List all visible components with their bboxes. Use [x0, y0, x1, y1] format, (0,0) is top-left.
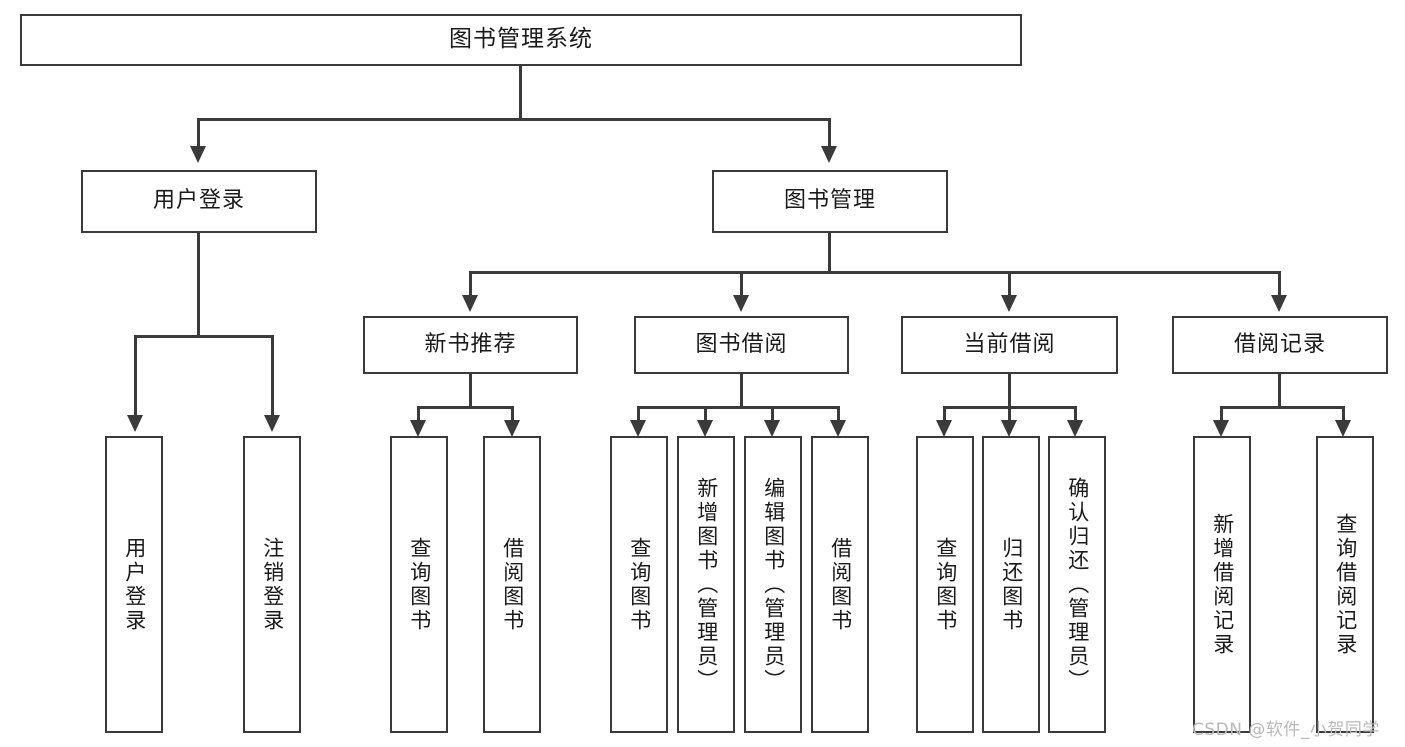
arrow-root-to-user-login	[190, 146, 206, 163]
node-book-management[interactable]: 图书管理	[712, 170, 948, 233]
arrow-book-borrow-to-leaf-4	[830, 420, 846, 437]
arrow-current-borrow-to-leaf-2	[1001, 420, 1017, 437]
node-book-borrow-label: 图书借阅	[695, 331, 788, 357]
edge-current-borrow-to-leaf-3	[1074, 406, 1077, 422]
edge-user-login-bus	[134, 335, 274, 338]
leaf-return-book-label: 归还图书	[999, 536, 1024, 633]
edge-book-borrow-to-leaf-4	[837, 406, 840, 422]
edge-book-borrow-to-leaf-1	[637, 406, 640, 422]
node-root-system[interactable]: 图书管理系统	[20, 14, 1022, 66]
leaf-borrow-book-newbook[interactable]: 借阅图书	[483, 436, 541, 733]
arrow-book-borrow-to-leaf-1	[630, 420, 646, 437]
edge-borrow-record-to-leaf-2	[1342, 406, 1345, 422]
arrow-current-borrow-to-leaf-3	[1067, 420, 1083, 437]
arrow-borrow-record-to-leaf-2	[1335, 420, 1351, 437]
arrow-current-borrow-to-leaf-1	[936, 420, 952, 437]
arrow-book-mgmt-to-current-borrow	[1001, 295, 1017, 312]
leaf-query-book-current[interactable]: 查询图书	[916, 436, 974, 733]
leaf-add-borrow-record[interactable]: 新增借阅记录	[1193, 436, 1251, 733]
leaf-return-book[interactable]: 归还图书	[982, 436, 1040, 733]
arrow-book-borrow-to-leaf-2	[697, 420, 713, 437]
arrow-borrow-record-to-leaf-1	[1213, 420, 1229, 437]
arrow-book-mgmt-to-new-book	[462, 295, 478, 312]
edge-borrow-record-stem	[1278, 374, 1281, 408]
arrow-new-book-to-leaf-1	[410, 420, 426, 437]
arrow-user-login-to-leaf-2	[264, 415, 280, 432]
edge-book-mgmt-bus	[469, 271, 1281, 274]
leaf-borrow-book-newbook-label: 借阅图书	[500, 536, 525, 633]
leaf-query-book-borrow[interactable]: 查询图书	[610, 436, 668, 733]
leaf-borrow-book-label: 借阅图书	[828, 536, 853, 633]
edge-book-borrow-bus	[637, 406, 839, 409]
arrow-book-borrow-to-leaf-3	[764, 420, 780, 437]
edge-borrow-record-to-leaf-1	[1220, 406, 1223, 422]
leaf-borrow-book[interactable]: 借阅图书	[811, 436, 869, 733]
node-root-system-label: 图书管理系统	[449, 26, 593, 53]
leaf-query-borrow-record-label: 查询借阅记录	[1333, 512, 1358, 657]
edge-borrow-record-bus	[1220, 406, 1345, 409]
leaf-query-book-newbook-label: 查询图书	[407, 536, 432, 633]
edge-book-mgmt-to-borrow-record	[1278, 271, 1281, 297]
edge-book-mgmt-to-new-book	[469, 271, 472, 297]
leaf-edit-book-label: 编辑图书（管理员）	[761, 476, 786, 693]
edge-new-book-stem	[469, 374, 472, 408]
leaf-query-borrow-record[interactable]: 查询借阅记录	[1316, 436, 1374, 733]
leaf-query-book-newbook[interactable]: 查询图书	[390, 436, 448, 733]
node-book-management-label: 图书管理	[783, 188, 876, 214]
node-borrow-record[interactable]: 借阅记录	[1172, 316, 1388, 374]
node-new-book-recommend-label: 新书推荐	[424, 331, 517, 357]
leaf-add-borrow-record-label: 新增借阅记录	[1210, 512, 1235, 657]
leaf-add-book[interactable]: 新增图书（管理员）	[677, 436, 735, 733]
edge-current-borrow-stem	[1008, 374, 1011, 408]
node-current-borrow-label: 当前借阅	[963, 331, 1056, 357]
arrow-root-to-book-mgmt	[821, 146, 837, 163]
edge-new-book-bus	[417, 406, 514, 409]
node-user-login[interactable]: 用户登录	[81, 170, 317, 233]
edge-user-login-stem	[197, 233, 200, 335]
edge-book-borrow-to-leaf-2	[704, 406, 707, 422]
edge-root-to-user-login	[197, 118, 200, 148]
arrow-book-mgmt-to-borrow-record	[1271, 295, 1287, 312]
leaf-logout-label: 注销登录	[260, 536, 285, 633]
leaf-add-book-label: 新增图书（管理员）	[694, 476, 719, 693]
edge-new-book-to-leaf-2	[511, 406, 514, 422]
node-current-borrow[interactable]: 当前借阅	[901, 316, 1118, 374]
node-user-login-label: 用户登录	[152, 188, 245, 214]
leaf-query-book-current-label: 查询图书	[933, 536, 958, 633]
leaf-user-login-label: 用户登录	[122, 536, 147, 633]
edge-root-stem	[519, 66, 522, 118]
leaf-edit-book[interactable]: 编辑图书（管理员）	[744, 436, 802, 733]
edge-user-login-to-leaf-1	[134, 335, 137, 417]
node-new-book-recommend[interactable]: 新书推荐	[363, 316, 578, 374]
leaf-confirm-return[interactable]: 确认归还（管理员）	[1048, 436, 1106, 733]
leaf-user-login[interactable]: 用户登录	[105, 436, 163, 733]
leaf-query-book-borrow-label: 查询图书	[627, 536, 652, 633]
edge-root-bus	[197, 118, 831, 121]
edge-new-book-to-leaf-1	[417, 406, 420, 422]
edge-book-mgmt-to-current-borrow	[1008, 271, 1011, 297]
arrow-book-mgmt-to-book-borrow	[733, 295, 749, 312]
edge-current-borrow-to-leaf-1	[943, 406, 946, 422]
arrow-user-login-to-leaf-1	[127, 415, 143, 432]
edge-book-borrow-stem	[740, 374, 743, 408]
leaf-confirm-return-label: 确认归还（管理员）	[1065, 476, 1090, 693]
edge-current-borrow-to-leaf-2	[1008, 406, 1011, 422]
node-book-borrow[interactable]: 图书借阅	[634, 316, 849, 374]
edge-book-borrow-to-leaf-3	[771, 406, 774, 422]
node-borrow-record-label: 借阅记录	[1233, 331, 1326, 357]
edge-book-mgmt-stem	[828, 233, 831, 273]
edge-user-login-to-leaf-2	[271, 335, 274, 417]
edge-root-to-book-mgmt	[828, 118, 831, 148]
edge-book-mgmt-to-book-borrow	[740, 271, 743, 297]
leaf-logout[interactable]: 注销登录	[243, 436, 301, 733]
arrow-new-book-to-leaf-2	[504, 420, 520, 437]
